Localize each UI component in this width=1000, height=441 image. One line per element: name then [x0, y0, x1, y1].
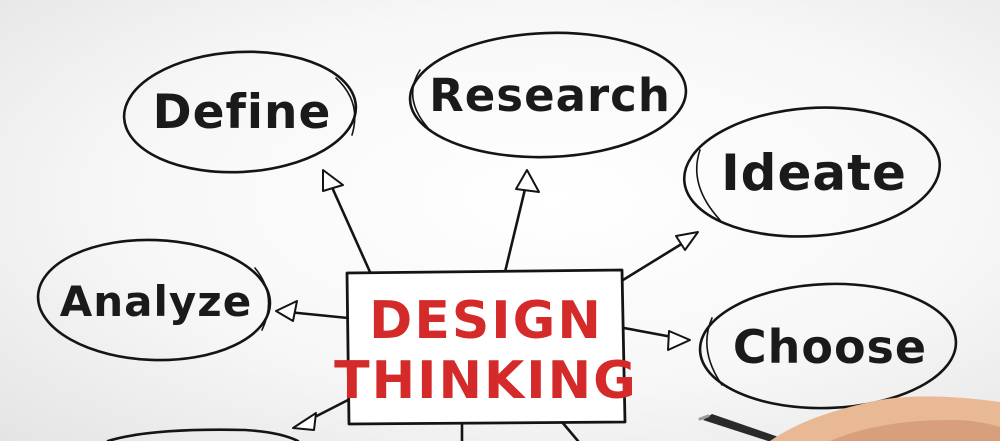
connector-define — [329, 183, 372, 274]
ellipse-ideate — [682, 106, 942, 238]
arrowhead-define — [322, 169, 344, 192]
center-box-rect — [345, 268, 627, 426]
arrowhead-research — [515, 169, 540, 193]
pen-body — [703, 414, 790, 441]
node-choose: Choose — [698, 282, 958, 410]
ellipse-research — [408, 31, 688, 159]
center-box: DESIGN THINKING — [334, 268, 638, 426]
ellipse-define-overlap — [335, 77, 356, 136]
label-research: Research — [429, 69, 671, 122]
node-ideate: Ideate — [682, 106, 942, 238]
arrowheads — [275, 169, 699, 431]
ellipse-choose — [698, 282, 958, 410]
ellipse-analyze — [36, 238, 272, 362]
hand-with-pen-image — [698, 396, 1000, 441]
ellipse-ideate-overlap — [696, 149, 721, 221]
ellipse-research-overlap — [411, 69, 429, 129]
arrowhead-bottom-left — [292, 412, 317, 431]
ellipse-define — [122, 50, 358, 174]
arrowhead-choose — [667, 330, 691, 351]
node-analyze: Analyze — [36, 238, 272, 362]
label-ideate: Ideate — [721, 144, 907, 202]
ellipse-bottom-left-partial — [106, 428, 300, 441]
connector-bottom-right — [560, 420, 580, 441]
ellipse-choose-overlap — [706, 317, 723, 386]
arrowhead-analyze — [275, 300, 298, 322]
node-define: Define — [122, 50, 358, 174]
connector-analyze — [286, 310, 350, 320]
connectors — [286, 183, 690, 441]
label-choose: Choose — [733, 320, 927, 374]
arrowhead-ideate — [675, 231, 699, 251]
center-title-line1: DESIGN — [369, 291, 603, 351]
label-analyze: Analyze — [60, 277, 252, 326]
connector-ideate — [621, 238, 690, 282]
pen-tip — [698, 414, 710, 421]
node-research: Research — [408, 31, 688, 159]
ellipse-analyze-overlap — [254, 267, 270, 331]
hand-shade — [830, 420, 1000, 441]
label-define: Define — [153, 85, 332, 140]
center-title-line2: THINKING — [334, 351, 638, 411]
connector-research — [503, 183, 528, 274]
